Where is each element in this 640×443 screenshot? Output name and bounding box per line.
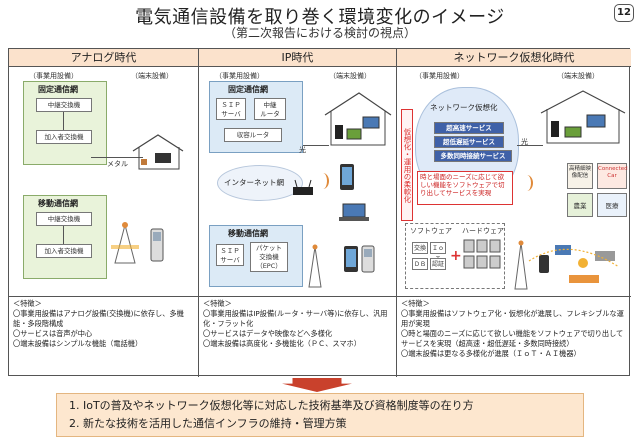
ip-features: ＜特徴＞ 〇事業用設備はIP設備(ルータ・サーバ等)に依存し、汎用化・フラット化… <box>199 297 397 377</box>
packet-switch: パケット 交換機 （EPC） <box>250 242 288 272</box>
mobile-relay-switch: 中継交換機 <box>36 212 92 226</box>
internet-cloud: インターネット網 <box>217 165 303 201</box>
feature-item: 〇事業用設備はソフトウェア化・仮想化が進展し、フレキシブルな運用が実現 <box>401 309 624 328</box>
mobile-network-title: 移動通信網 <box>228 229 268 238</box>
carrier-label: （事業用設備） <box>415 72 464 80</box>
connector-line <box>63 226 64 244</box>
iot-medical: 医療 <box>597 193 627 217</box>
feature-item: 〇サービスは音声が中心 <box>13 329 93 338</box>
vertical-virtualization-label: 仮想化・運用の柔軟化 <box>401 109 413 221</box>
analog-diagram: （事業用設備） （端末設備） 固定通信網 中継交換機 加入者交換機 メタル 移動… <box>9 67 199 297</box>
iot-hd-video: 高精細映像配信 <box>567 163 593 189</box>
feature-item: 〇時と場面のニーズに応じて欲しい機能をソフトウェアで切り出してサービスを実現（超… <box>401 329 624 348</box>
sw-iot: ＩｏＴ <box>430 242 446 263</box>
column-header-virtualization: ネットワーク仮想化時代 <box>397 49 631 67</box>
mobile-subscriber-switch: 加入者交換機 <box>36 244 92 258</box>
terminal-label: （端末設備） <box>557 72 599 80</box>
fixed-network-title: 固定通信網 <box>38 85 78 94</box>
fixed-network-title: 固定通信網 <box>228 85 268 94</box>
carrier-label: （事業用設備） <box>215 72 264 80</box>
comparison-table: アナログ時代 IP時代 ネットワーク仮想化時代 （事業用設備） （端末設備） 固… <box>8 48 631 377</box>
relay-switch: 中継交換機 <box>36 98 92 112</box>
sw-auth: 認証 <box>430 258 446 270</box>
smartphone-icon <box>340 164 354 190</box>
sw-hw-box: ソフトウェア ハードウェア 交換 ＩｏＴ ＤＢ 認証 + <box>405 223 505 289</box>
iot-devices-illustration <box>514 240 620 290</box>
internet-label: インターネット網 <box>224 178 284 187</box>
page-title: 電気通信設備を取り巻く環境変化のイメージ <box>135 7 505 28</box>
iot-connected-car: Connected Car <box>597 163 628 189</box>
antenna-tower-icon <box>111 222 139 264</box>
column-header-analog: アナログ時代 <box>9 49 199 67</box>
house-pc-icon <box>324 92 392 146</box>
issues-box: 1. IoTの普及やネットワーク仮想化等に対応した技術基準及び資格制度等の在り方… <box>56 393 584 437</box>
feature-item: 〇サービスはデータや映像などへ多様化 <box>203 329 333 338</box>
light-label: 光 <box>299 146 306 154</box>
demand-note: 時と場面のニーズに応じて欲しい機能をソフトウェアで切り出してサービスを実現 <box>417 171 513 205</box>
fixed-network-box: 固定通信網 中継交換機 加入者交換機 <box>23 81 107 165</box>
plus-icon: + <box>450 248 462 264</box>
smartphone-icon <box>344 246 358 272</box>
virtualization-features: ＜特徴＞ 〇事業用設備はソフトウェア化・仮想化が進展し、フレキシブルな運用が実現… <box>397 297 631 377</box>
software-label: ソフトウェア <box>410 227 452 235</box>
fixed-network-box: 固定通信網 ＳＩＰ サーバ 中継 ルータ 収容ルータ <box>209 81 303 153</box>
access-router: 収容ルータ <box>224 128 282 142</box>
mobile-sip-server: ＳＩＰ サーバ <box>216 244 244 266</box>
laptop-icon <box>339 203 369 221</box>
carrier-label: （事業用設備） <box>29 72 78 80</box>
feature-item: 〇端末設備はシンプルな機能（電話機） <box>13 339 143 348</box>
feature-heading: ＜特徴＞ <box>401 299 430 308</box>
feature-heading: ＜特徴＞ <box>13 299 42 308</box>
down-arrow-icon <box>282 378 352 392</box>
issue-item: 1. IoTの普及やネットワーク仮想化等に対応した技術基準及び資格制度等の在り方 <box>69 399 474 412</box>
ip-diagram: （事業用設備） （端末設備） 固定通信網 ＳＩＰ サーバ 中継 ルータ 収容ルー… <box>199 67 397 297</box>
sip-server: ＳＩＰ サーバ <box>216 98 246 120</box>
feature-phone-icon <box>361 245 375 273</box>
sw-exchange: 交換 <box>412 242 428 254</box>
metal-line <box>91 157 143 158</box>
light-label: 光 <box>521 138 528 146</box>
sw-db: ＤＢ <box>412 258 428 270</box>
house-phone-icon <box>132 134 184 170</box>
page-subtitle: （第二次報告における検討の視点） <box>223 26 416 40</box>
feature-heading: ＜特徴＞ <box>203 299 232 308</box>
feature-phone-icon <box>150 228 164 262</box>
feature-item: 〇端末設備は更なる多様化が進展（ＩｏＴ・ＡＩ機器） <box>401 349 581 358</box>
feature-item: 〇事業用設備はIP設備(ルータ・サーバ等)に依存し、汎用化・フラット化 <box>203 309 388 328</box>
iot-agriculture: 農業 <box>567 193 593 217</box>
service-massive-connect: 多数同時接続サービス <box>434 150 512 162</box>
service-low-latency: 超低遅延サービス <box>434 136 504 148</box>
issue-item: 2. 新たな技術を活用した通信インフラの維持・管理方策 <box>69 417 347 430</box>
virtualization-label: ネットワーク仮想化 <box>430 103 498 112</box>
mobile-network-box: 移動通信網 ＳＩＰ サーバ パケット 交換機 （EPC） <box>209 225 303 287</box>
router-icon <box>293 179 313 195</box>
mobile-network-title: 移動通信網 <box>38 199 78 208</box>
terminal-label: （端末設備） <box>329 72 371 80</box>
feature-item: 〇事業用設備はアナログ設備(交換機)に依存し、多機能・多段階構成 <box>13 309 184 328</box>
terminal-label: （端末設備） <box>131 72 173 80</box>
relay-router: 中継 ルータ <box>254 98 286 120</box>
feature-item: 〇端末設備は高度化・多機能化（ＰＣ、スマホ） <box>203 339 361 348</box>
page-number: 12 <box>614 4 634 22</box>
connector-line <box>63 112 64 130</box>
optical-line <box>303 145 329 146</box>
column-header-ip: IP時代 <box>199 49 397 67</box>
hardware-label: ハードウェア <box>462 227 504 235</box>
server-rack-icon <box>463 239 501 269</box>
mobile-network-box: 移動通信網 中継交換機 加入者交換機 <box>23 195 107 279</box>
subscriber-switch: 加入者交換機 <box>36 130 92 144</box>
metal-label: メタル <box>107 160 128 168</box>
antenna-tower-icon <box>308 244 322 288</box>
service-ultra-fast: 超高速サービス <box>434 122 504 134</box>
house-devices-icon <box>540 90 626 144</box>
analog-features: ＜特徴＞ 〇事業用設備はアナログ設備(交換機)に依存し、多機能・多段階構成 〇サ… <box>9 297 199 377</box>
virtualization-diagram: （事業用設備） （端末設備） ネットワーク仮想化 超高速サービス 超低遅延サービ… <box>397 67 631 297</box>
optical-line <box>517 145 543 146</box>
signal-wave-icon <box>521 175 533 191</box>
signal-wave-icon <box>317 173 329 189</box>
